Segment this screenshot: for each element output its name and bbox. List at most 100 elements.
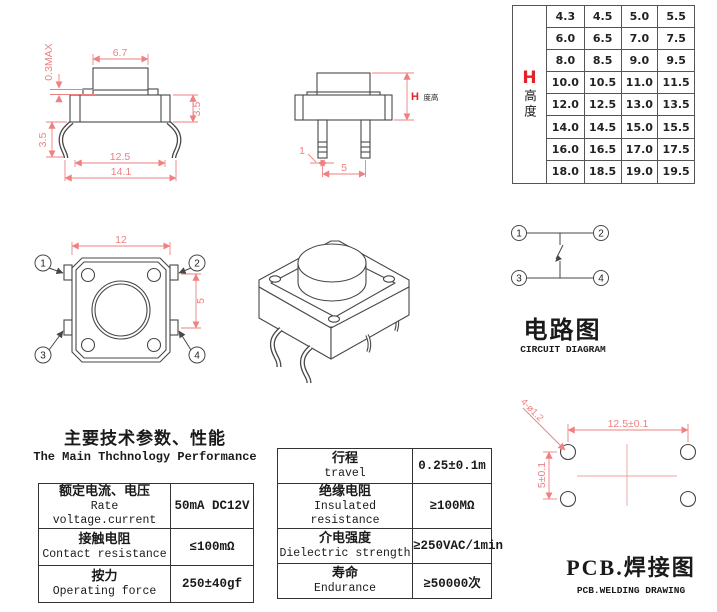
height-value-cell: 8.5: [583, 50, 621, 73]
height-value-cell: 8.0: [547, 50, 584, 73]
side-view-drawing: H 度高 1 5: [294, 72, 439, 178]
dim-pin-pitch: 5: [195, 298, 207, 304]
dim-leg-width: 1: [299, 145, 305, 157]
circuit-pin-1: 1: [516, 229, 522, 240]
height-value-cell: 9.0: [620, 50, 658, 73]
switch-3d: [258, 240, 410, 384]
dim-hole-spec: 4-ø1.2: [518, 398, 545, 424]
switch-pin-side-left: [317, 119, 328, 159]
pin-4-label: 4: [194, 351, 200, 362]
spec-value-cell: ≤100mΩ: [170, 528, 254, 566]
spec-title-cn: 主要技术参数、性能: [64, 429, 226, 449]
circuit-title-cn: 电路图: [523, 318, 602, 344]
spec-label-cn: 行程: [331, 451, 358, 466]
switch-base-top: [71, 257, 171, 363]
height-value-cell: 10.5: [583, 72, 621, 95]
side-dimensions: [307, 72, 414, 178]
pcb-centerlines: [577, 444, 677, 506]
spec-label-en: Endurance: [313, 582, 377, 595]
spec-label-cn: 额定电流、电压: [58, 484, 150, 499]
spec-label-cn: 接触电阻: [78, 532, 131, 547]
circuit-pins: [511, 225, 609, 286]
spec-label-en: Rate voltage.current: [52, 500, 157, 527]
switch-top-outline: [63, 257, 179, 363]
height-value-cell: 4.3: [547, 6, 584, 29]
circuit-pin-4: 4: [598, 274, 604, 285]
pcb-holes: [559, 443, 697, 508]
spec-label-en: Insulated resistance: [310, 500, 380, 527]
height-value-cell: 6.5: [583, 28, 621, 51]
spec-value-cell: 50mA DC12V: [170, 483, 254, 529]
height-value-cell: 5.5: [657, 6, 694, 29]
height-value-cell: 16.5: [583, 138, 621, 161]
top-view-dimensions: [71, 242, 201, 329]
dim-leg-pitch: 5: [341, 162, 347, 174]
dim-body-height: 3.5: [191, 102, 203, 117]
circuit-pin-2: 2: [598, 229, 604, 240]
pin-3-label: 3: [40, 351, 46, 362]
height-value-cell: 15.0: [620, 116, 658, 139]
top-view-drawing: 12 5 1 2 3 4: [34, 234, 207, 364]
dim-pin-span: 12.5: [110, 151, 131, 163]
switch-blade: [555, 244, 564, 260]
height-value-cell: 19.0: [620, 160, 658, 183]
dim-top-clearance: 0.3MAX: [43, 43, 55, 80]
switch-3d-button-top: [297, 243, 367, 283]
spec-label-cn: 绝缘电阻: [318, 484, 371, 499]
switch-front-outline: [58, 67, 182, 159]
switch-button-front: [92, 67, 149, 91]
switch-button-top: [91, 280, 151, 340]
height-value-cell: 4.5: [583, 6, 621, 29]
spec-value-cell: ≥100MΩ: [412, 483, 492, 529]
spec-label-en: Dielectric strength: [279, 547, 411, 560]
dim-overall-width: 14.1: [111, 166, 132, 178]
spec-label-cn: 按力: [91, 569, 118, 584]
switch-button-side: [316, 72, 371, 93]
circuit-pin-3: 3: [516, 274, 522, 285]
spec-label-en: travel: [324, 467, 366, 480]
dim-leg-height: 3.5: [37, 133, 49, 148]
height-value-cell: 5.0: [620, 6, 658, 29]
height-value-cell: 17.5: [657, 138, 694, 161]
height-value-cell: 9.5: [657, 50, 694, 73]
pcb-dimensions: [522, 407, 689, 500]
pcb-drawing: 12.5±0.1 5±0.1 4-ø1.2: [518, 398, 697, 508]
spec-value-cell: ≥50000次: [412, 563, 492, 599]
spec-title-en: The Main Thchnology Performance: [33, 450, 257, 464]
spec-label-cn: 介电强度: [318, 531, 371, 546]
pin-1-label: 1: [40, 259, 46, 270]
circuit-wires: [526, 232, 594, 279]
height-value-cell: 11.5: [657, 72, 694, 95]
height-value-cell: 14.5: [583, 116, 621, 139]
height-value-cell: 19.5: [657, 160, 694, 183]
height-value-cell: 16.0: [547, 139, 584, 161]
pcb-title-cn: PCB.焊接图: [566, 555, 696, 580]
height-value-cell: 12.0: [547, 94, 584, 117]
spec-label-en: Operating force: [52, 585, 157, 598]
dim-body-width: 12: [115, 234, 127, 246]
height-value-cell: 18.0: [551, 165, 579, 179]
spec-label-cn: 寿命: [331, 566, 358, 581]
switch-pin-side-right: [360, 119, 371, 159]
height-value-cell: 12.5: [583, 94, 621, 117]
height-label-cn: 高度: [522, 89, 537, 120]
isometric-view-drawing: [258, 240, 410, 384]
circuit-diagram-drawing: 1 2 3 4: [511, 225, 609, 286]
switch-body-side: [294, 94, 393, 121]
height-value-cell: 6.0: [547, 28, 584, 51]
height-value-cell: 18.5: [583, 160, 621, 183]
